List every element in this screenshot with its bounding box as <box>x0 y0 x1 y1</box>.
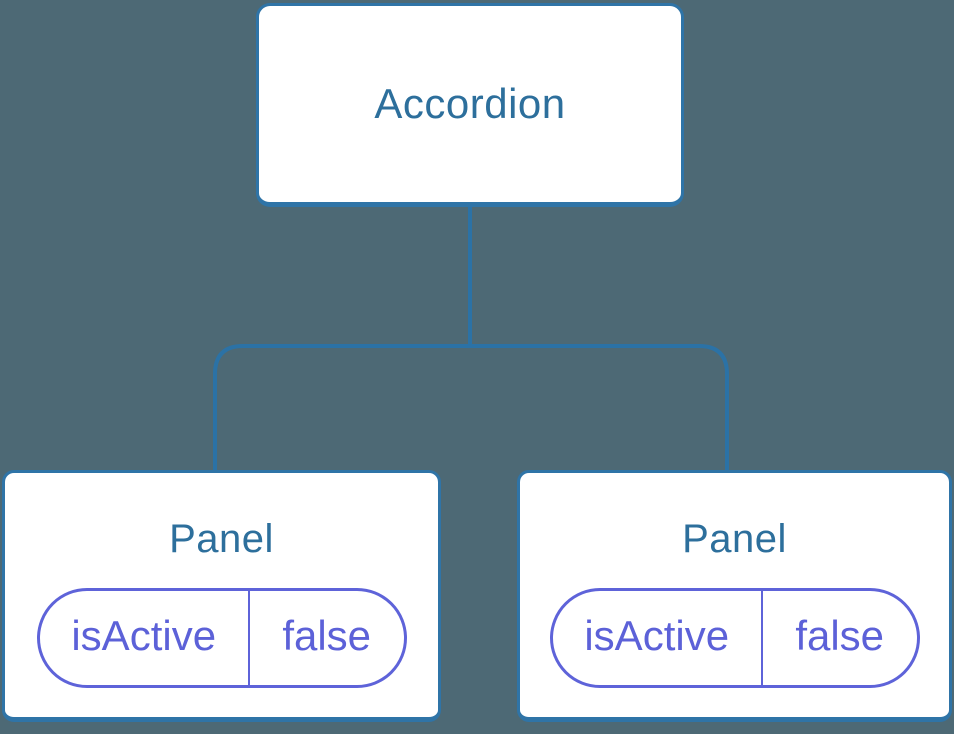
panel-node-right: Panel isActive false <box>517 470 952 722</box>
state-value: false <box>795 612 885 659</box>
state-name: isActive <box>553 591 763 685</box>
accordion-node: Accordion <box>256 3 684 207</box>
state-value: false <box>282 612 372 659</box>
state-pill: isActive false <box>36 588 407 688</box>
state-pill: isActive false <box>549 588 920 688</box>
connector-branch <box>213 344 729 470</box>
panel-label: Panel <box>682 517 787 561</box>
accordion-label: Accordion <box>374 80 566 127</box>
panel-node-left: Panel isActive false <box>2 470 441 722</box>
panel-label: Panel <box>169 517 274 561</box>
state-name: isActive <box>40 591 250 685</box>
